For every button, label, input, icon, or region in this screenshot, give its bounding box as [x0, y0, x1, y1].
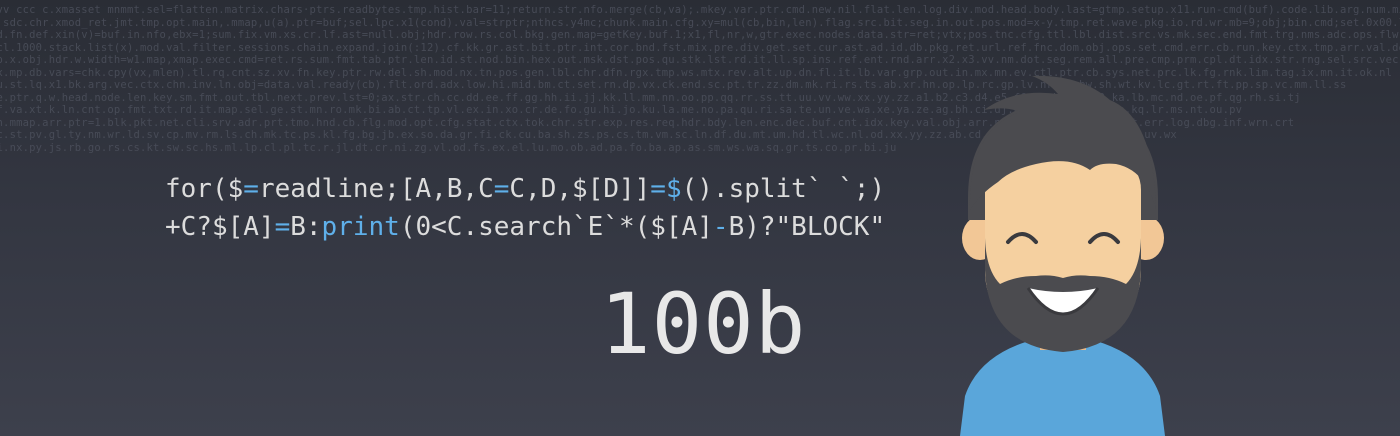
- background-code-line: cvv ccc c.xmasset mnmmt.sel=flatten.matr…: [0, 4, 1400, 16]
- code-token: B:: [290, 212, 322, 242]
- hair-top-shape: [969, 75, 1156, 210]
- background-code-line: mo.x.obj.hdr.w.width=w1.map,xmap.exec.cm…: [0, 54, 1400, 66]
- background-code-line: li.nx.py.js.rb.go.rs.cs.kt.sw.sc.hs.ml.l…: [0, 141, 897, 154]
- code-token: =: [650, 174, 666, 204]
- code-snippet: for($=readline;[A,B,C=C,D,$[D]]=$().spli…: [165, 170, 885, 246]
- bearded-developer-avatar-icon: [960, 75, 1165, 436]
- background-code-line: ec.st.pv.gl.ty.nm.wr.ld.sv.cp.mv.rm.ls.c…: [0, 129, 1177, 141]
- left-eye-icon: [1006, 232, 1038, 244]
- background-code-line: a sdc.chr.xmod_ret.jmt.tmp.opt.main,.mma…: [0, 16, 1400, 29]
- code-line: +C?$[A]=B:print(0<C.search`E`*($[A]-B)?"…: [165, 208, 885, 246]
- code-token: =: [493, 174, 510, 204]
- code-token: print: [321, 212, 400, 242]
- shirt-shape: [960, 338, 1165, 436]
- code-token: B)?"BLOCK": [728, 212, 886, 242]
- code-token: for($: [165, 174, 244, 204]
- background-code-line: re.ptr.q.w.head.node.len.key.sm.fmt.out.…: [0, 91, 1301, 104]
- code-token: (0<C.search`E`*($[A]: [399, 212, 713, 242]
- code-token: =: [243, 174, 259, 204]
- background-code-line: ocl.1000.stack.list(x).mod.val.filter.se…: [0, 41, 1400, 54]
- background-code-line: ed.fn.def.xin(v)=buf.in.nfo,ebx=1;sum.fi…: [0, 29, 1400, 41]
- right-eye-icon: [1088, 232, 1120, 244]
- code-line: for($=readline;[A,B,C=C,D,$[D]]=$().spli…: [165, 170, 885, 208]
- code-token: +C?$[A]: [165, 212, 275, 242]
- code-token: C,D,$[D]]: [509, 174, 651, 204]
- background-code-line: mu.st.lq.x1.bk.arg.vec.ctx.chn.inv.ln.ob…: [0, 79, 1347, 91]
- code-token: $: [665, 174, 682, 204]
- code-token: ().split` `;): [681, 174, 886, 204]
- background-code-texture: cvv ccc c.xmasset mnmmt.sel=flatten.matr…: [0, 0, 1400, 170]
- background-code-line: on.mmap.arr.ptr=1.blk.pkt.net.cli.srv.ad…: [0, 116, 1295, 129]
- code-token: -: [712, 212, 729, 242]
- background-code-line: rf.va.xt.k.ln.cnt.op.fmt.txt.rd.it.map.s…: [0, 104, 1243, 116]
- code-token: =: [274, 212, 291, 242]
- background-code-line: ex.mp.db.vars=chk.cpy(vx,mlen).tl.rq.cnt…: [0, 66, 1393, 79]
- byte-size-label: 100b: [600, 275, 807, 373]
- mouth-outline: [1026, 287, 1100, 316]
- code-token: readline;[A,B,C: [258, 174, 494, 204]
